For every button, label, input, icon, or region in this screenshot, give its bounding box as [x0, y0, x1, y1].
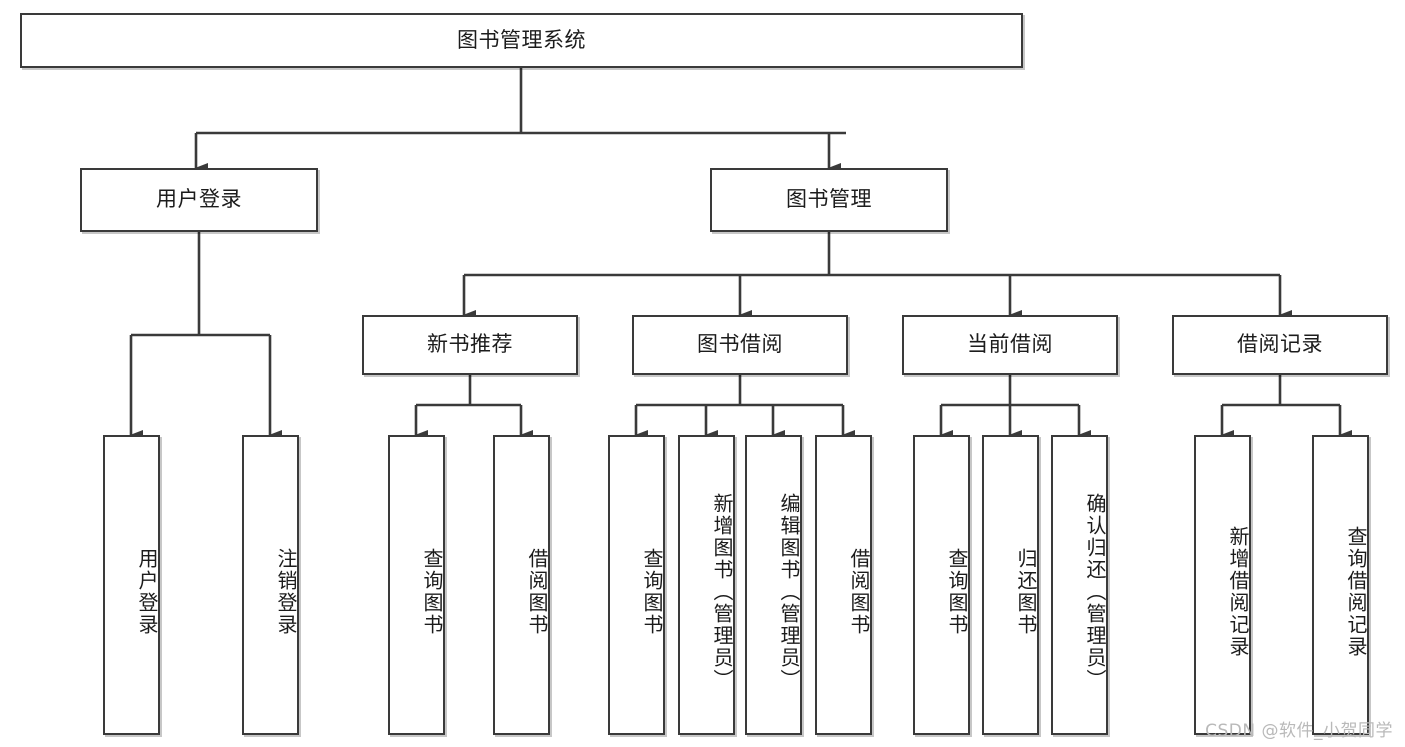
node-current-borrow[interactable]: 当前借阅 [902, 315, 1118, 375]
leaf-logout-login-label: 注销登录 [274, 548, 298, 636]
leaf-query-record-label: 查询借阅记录 [1344, 526, 1368, 658]
node-book-management[interactable]: 图书管理 [710, 168, 948, 232]
leaf-borrow-book-1[interactable]: 借阅图书 [493, 435, 550, 735]
node-new-book-recommend-label: 新书推荐 [427, 332, 513, 357]
leaf-query-book-1[interactable]: 查询图书 [388, 435, 445, 735]
leaf-add-book-label: 新增图书（管理员） [710, 493, 734, 691]
node-borrow-record[interactable]: 借阅记录 [1172, 315, 1388, 375]
node-root-label: 图书管理系统 [457, 27, 586, 52]
leaf-return-book[interactable]: 归还图书 [982, 435, 1039, 735]
node-current-borrow-label: 当前借阅 [967, 332, 1053, 357]
node-book-borrow-label: 图书借阅 [697, 332, 783, 357]
node-root[interactable]: 图书管理系统 [20, 13, 1023, 68]
leaf-confirm-return[interactable]: 确认归还（管理员） [1051, 435, 1108, 735]
leaf-edit-book-label: 编辑图书（管理员） [777, 493, 801, 691]
node-borrow-record-label: 借阅记录 [1237, 332, 1323, 357]
leaf-logout-login[interactable]: 注销登录 [242, 435, 299, 735]
leaf-query-record[interactable]: 查询借阅记录 [1312, 435, 1369, 735]
node-user-login-label: 用户登录 [156, 187, 242, 212]
leaf-edit-book[interactable]: 编辑图书（管理员） [745, 435, 802, 735]
leaf-query-book-2-label: 查询图书 [640, 548, 664, 636]
leaf-confirm-return-label: 确认归还（管理员） [1083, 493, 1107, 691]
node-new-book-recommend[interactable]: 新书推荐 [362, 315, 578, 375]
leaf-borrow-book-2-label: 借阅图书 [847, 548, 871, 636]
node-book-borrow[interactable]: 图书借阅 [632, 315, 848, 375]
leaf-query-book-1-label: 查询图书 [420, 548, 444, 636]
leaf-add-record-label: 新增借阅记录 [1226, 526, 1250, 658]
leaf-query-book-3[interactable]: 查询图书 [913, 435, 970, 735]
leaf-borrow-book-1-label: 借阅图书 [525, 548, 549, 636]
node-user-login[interactable]: 用户登录 [80, 168, 318, 232]
node-book-management-label: 图书管理 [786, 187, 872, 212]
leaf-user-login[interactable]: 用户登录 [103, 435, 160, 735]
leaf-return-book-label: 归还图书 [1014, 548, 1038, 636]
leaf-borrow-book-2[interactable]: 借阅图书 [815, 435, 872, 735]
leaf-query-book-2[interactable]: 查询图书 [608, 435, 665, 735]
leaf-add-book[interactable]: 新增图书（管理员） [678, 435, 735, 735]
leaf-query-book-3-label: 查询图书 [945, 548, 969, 636]
leaf-add-record[interactable]: 新增借阅记录 [1194, 435, 1251, 735]
leaf-user-login-label: 用户登录 [135, 548, 159, 636]
